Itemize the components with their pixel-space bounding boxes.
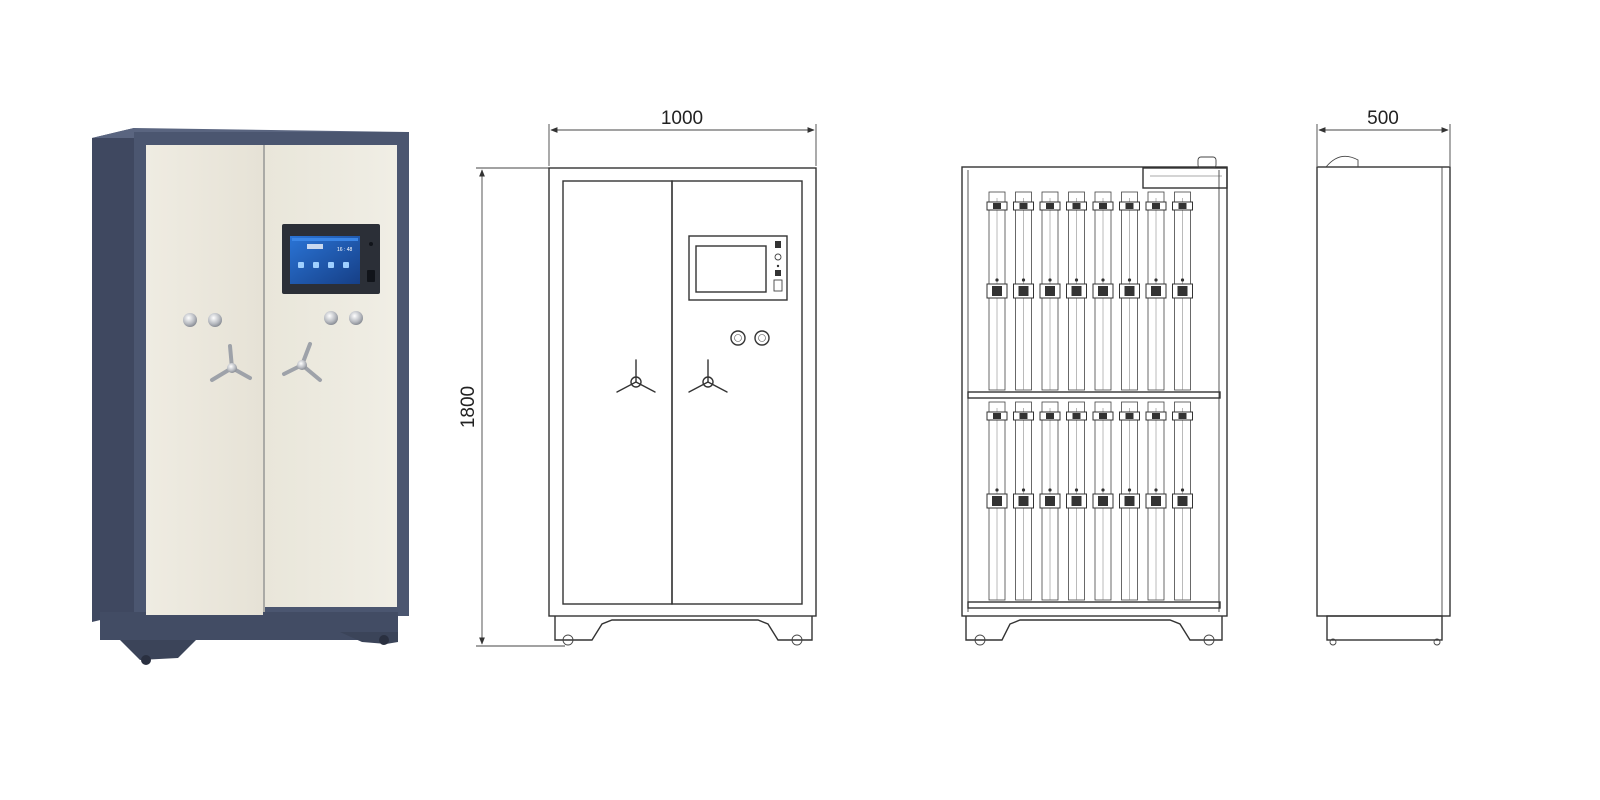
height-dimension-label: 1800 <box>458 386 479 428</box>
rack-slot <box>1145 191 1167 391</box>
interior-top-knob <box>1197 156 1217 169</box>
rack-slot <box>1119 401 1140 601</box>
front-fingerprint-icon <box>773 279 783 292</box>
interior-control-box <box>1142 167 1228 189</box>
lock-knob-icon <box>208 313 222 327</box>
front-indicator-dot <box>776 264 780 268</box>
front-knob-icon <box>730 330 746 346</box>
interior-base <box>965 616 1223 641</box>
screen-clock: 16 : 48 <box>337 247 353 253</box>
rack-slot <box>1066 191 1087 391</box>
cabinet-render: 16 : 48 <box>92 128 409 665</box>
rack-slot <box>1039 191 1061 391</box>
caster-icon <box>791 634 803 646</box>
interior-bottom-shelf <box>967 601 1221 609</box>
screen-app-icon-4 <box>343 262 349 268</box>
caster-right <box>379 635 389 645</box>
interior-elevation <box>961 156 1228 646</box>
rack-slot <box>986 191 1008 391</box>
rack-slot <box>1172 401 1193 601</box>
interior-outline <box>961 166 1228 617</box>
front-handle-icon <box>688 359 728 393</box>
cabinet-foot-left <box>120 640 196 660</box>
front-outline <box>548 167 817 617</box>
caster-left <box>141 655 151 665</box>
rack-slot <box>1145 401 1167 601</box>
caster-icon <box>562 634 574 646</box>
lock-knob-icon <box>349 311 363 325</box>
screen-status-bar <box>292 238 358 241</box>
door-left <box>146 145 263 615</box>
screen-app-icon-2 <box>313 262 319 268</box>
side-top-knob <box>1325 155 1359 168</box>
front-sensor-icon <box>774 253 782 261</box>
caster-icon <box>1433 638 1441 646</box>
rack-slot <box>1013 191 1034 391</box>
cabinet-side-face <box>92 128 134 622</box>
rack-slot <box>986 401 1008 601</box>
depth-dimension-label: 500 <box>1367 108 1399 129</box>
front-screen-housing <box>688 235 788 301</box>
screen-app-icon-3 <box>328 262 334 268</box>
lock-knob-icon <box>324 311 338 325</box>
screen-app-icon-1 <box>298 262 304 268</box>
door-right <box>265 145 397 607</box>
front-knob-icon <box>754 330 770 346</box>
screen-display <box>290 236 360 284</box>
rack-slot <box>1013 401 1034 601</box>
rack-slot <box>1039 401 1061 601</box>
rack-slot <box>1092 191 1114 391</box>
side-outline <box>1316 166 1451 617</box>
side-base <box>1326 615 1443 641</box>
caster-icon <box>1203 634 1215 646</box>
fingerprint-reader-icon <box>367 270 375 282</box>
touch-screen-panel: 16 : 48 <box>282 224 380 294</box>
handle-hub <box>297 360 307 370</box>
front-handle-icon <box>616 359 656 393</box>
rack-slot <box>1092 401 1114 601</box>
front-screen <box>695 245 767 293</box>
caster-icon <box>1329 638 1337 646</box>
camera-icon <box>369 242 373 246</box>
width-dimension-label: 1000 <box>661 108 703 129</box>
front-door-right-outline <box>671 180 803 605</box>
side-elevation: 500 <box>1316 108 1451 646</box>
handle-hub <box>227 363 237 373</box>
rack-slot <box>1119 191 1140 391</box>
lock-knob-icon <box>183 313 197 327</box>
front-card-reader-icon <box>775 270 781 276</box>
front-camera-icon <box>775 241 781 248</box>
caster-icon <box>974 634 986 646</box>
interior-shelf <box>967 391 1221 399</box>
front-base <box>554 616 813 641</box>
rack-slot <box>1066 401 1087 601</box>
screen-title-block <box>307 244 323 249</box>
rack-slot <box>1172 191 1193 391</box>
front-elevation: 1000 1800 <box>458 108 817 647</box>
storage-rack <box>986 191 1193 601</box>
